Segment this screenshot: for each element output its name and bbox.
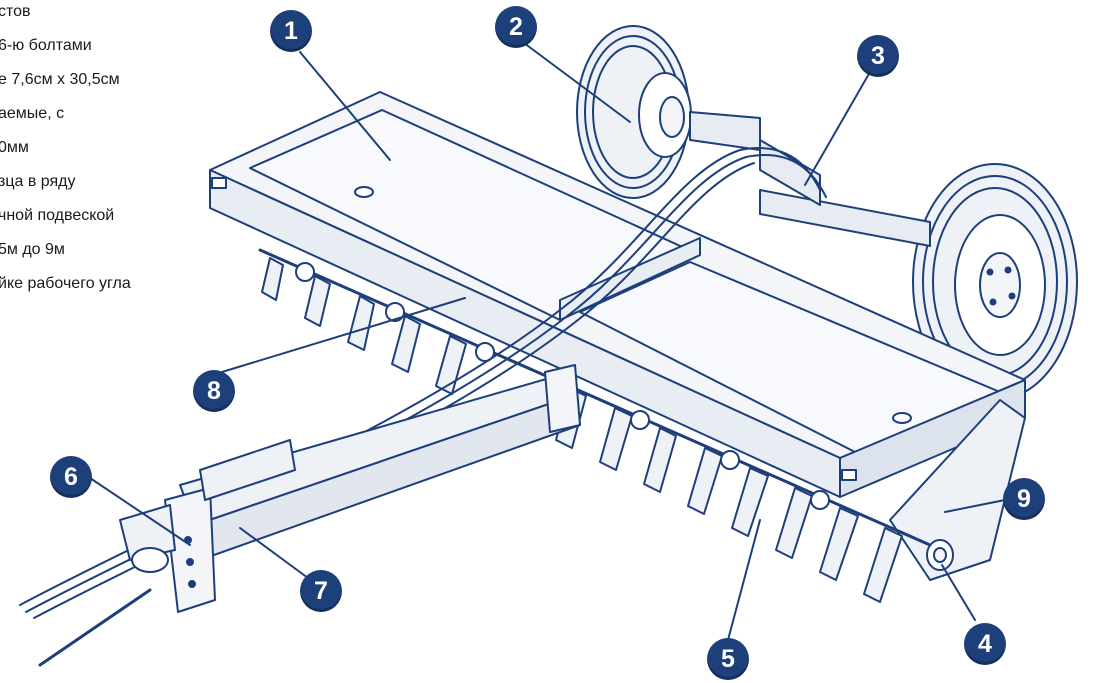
tine-row	[261, 257, 903, 603]
main-frame	[209, 91, 1026, 498]
spec-line: йке рабочего угла	[0, 275, 131, 292]
callout-7: 7	[300, 570, 342, 612]
callout-4: 4	[964, 623, 1006, 665]
callout-8: 8	[193, 370, 235, 412]
spec-line: стов	[0, 3, 31, 20]
callout-3: 3	[857, 35, 899, 77]
spec-line: аемые, с	[0, 105, 65, 122]
callout-1: 1	[270, 10, 312, 52]
callout-5: 5	[707, 638, 749, 680]
spec-line: 6-ю болтами	[0, 37, 92, 54]
callout-6: 6	[50, 456, 92, 498]
spec-line: чной подвеской	[0, 207, 115, 224]
spec-line: е 7,6см х 30,5см	[0, 71, 120, 88]
spec-list: стов 6-ю болтами е 7,6см х 30,5см аемые,…	[0, 0, 200, 300]
spec-line: 5м до 9м	[0, 241, 65, 258]
drawbar	[38, 364, 581, 667]
callout-2: 2	[495, 6, 537, 48]
callout-9: 9	[1003, 478, 1045, 520]
wheel-left	[576, 25, 761, 199]
spec-line: зца в ряду	[0, 173, 76, 190]
wheel-right	[912, 163, 1078, 401]
spec-line: 0мм	[0, 139, 29, 156]
